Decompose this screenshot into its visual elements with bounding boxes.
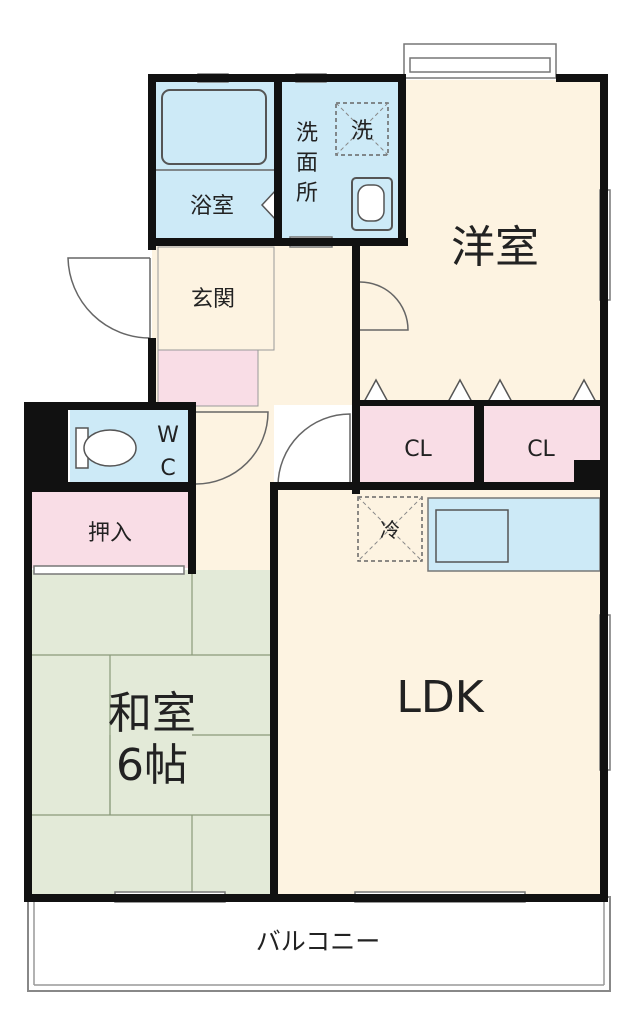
ldk-label: LDK [396,672,484,723]
japanese-room-size: 6帖 [116,740,188,791]
kitchen-sink [435,509,509,563]
western-room-label: 洋室 [451,222,539,273]
entrance-step [157,349,259,407]
storage-floor [30,492,188,568]
fridge-space [357,496,423,562]
fridge-label: 冷 [380,518,400,542]
entrance-area [157,246,275,351]
tatami-lines [30,570,272,894]
japanese-room-label: 和室 [108,688,196,739]
closet-1-label: CL [404,437,432,462]
bath-label: 浴室 [190,194,234,219]
hallway-floor-lower [190,405,274,573]
closet-door-markers [362,378,598,403]
wc-label-c: C [160,456,175,481]
washroom-label-char-1: 洗 [296,121,318,146]
storage-label: 押入 [88,521,132,546]
entrance-label: 玄関 [191,287,235,312]
toilet-bowl [83,429,137,467]
washer-label: 洗 [351,119,373,144]
closet-2-label: CL [527,437,555,462]
fridge-diagonal [357,496,423,562]
closet-1-floor [360,405,476,483]
washroom-label-char-3: 所 [296,181,318,206]
door-swings [67,257,409,487]
washroom-label: 洗 面 所 [296,121,318,206]
japanese-room-floor [30,570,272,894]
bathtub [161,89,267,165]
wc-label-w: W [157,423,179,448]
washroom-label-char-2: 面 [296,151,318,176]
washer-space [335,102,389,156]
wash-basin-bowl [357,184,385,222]
walls [24,74,608,902]
balcony-label: バルコニー [256,927,381,956]
balcony-area [27,896,611,992]
washer-diagonal [335,102,389,156]
